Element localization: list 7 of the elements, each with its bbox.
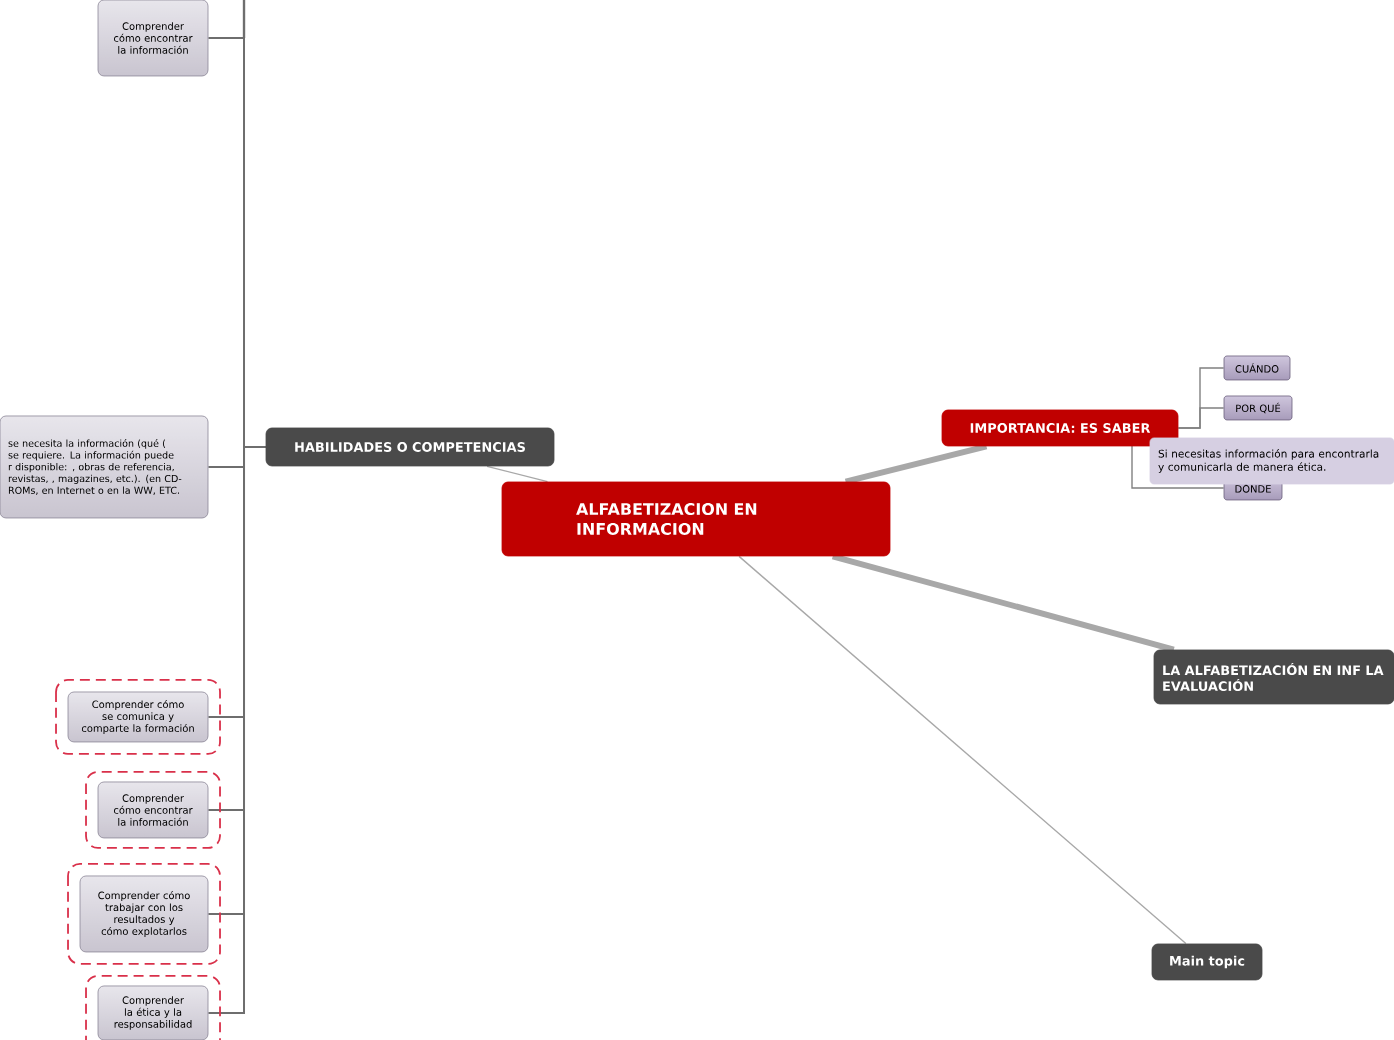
connector-line: [831, 553, 1175, 653]
connector-line: [207, 445, 267, 1014]
connector-line: [738, 555, 1187, 945]
connector-line: [1131, 445, 1225, 489]
connector-line: [1177, 407, 1225, 429]
connector-line: [486, 465, 549, 483]
connector-line: [844, 443, 988, 485]
